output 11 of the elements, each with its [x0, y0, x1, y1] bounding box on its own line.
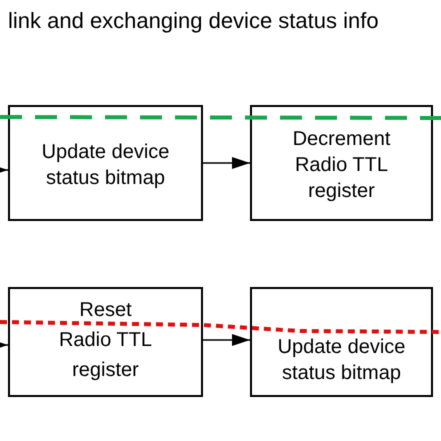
- diagram-title: link and exchanging device status info: [8, 8, 379, 34]
- arrow: [203, 157, 250, 169]
- box-label: Reset Radio TTL register: [58, 298, 153, 383]
- process-box: [8, 287, 203, 397]
- box-label: Decrement Radio TTL register: [292, 127, 392, 204]
- box-label: Update device status bitmap: [40, 140, 170, 191]
- process-box: [8, 105, 203, 221]
- box-label: Update device status bitmap: [276, 335, 406, 386]
- process-box: [250, 105, 433, 221]
- process-box: [250, 287, 433, 397]
- arrow: [203, 334, 250, 346]
